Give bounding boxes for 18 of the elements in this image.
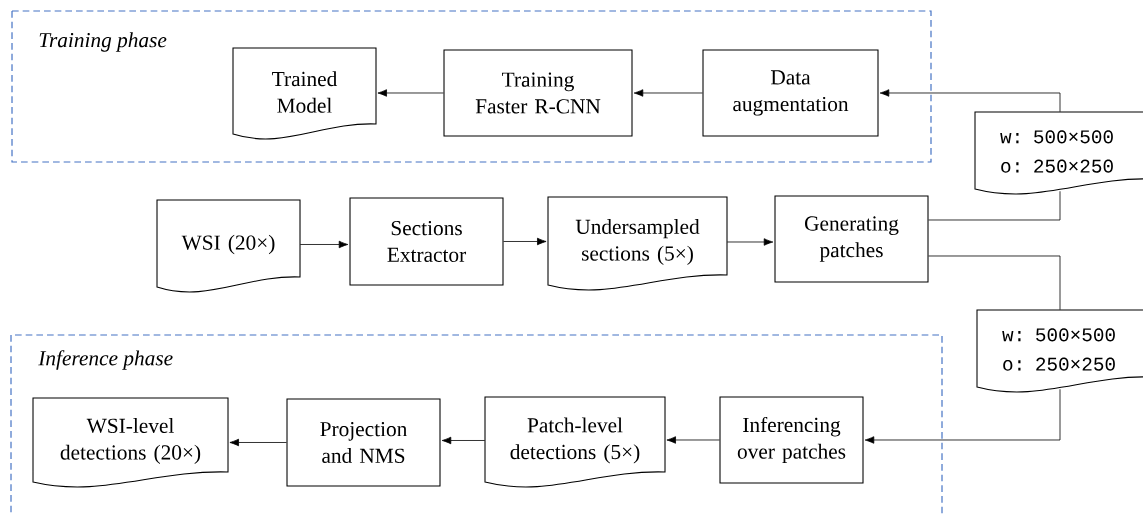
- process-box: Data augmentation: [702, 49, 879, 137]
- arrow: [229, 438, 287, 447]
- phase-label: Inference phase: [38, 350, 173, 370]
- process-box: Projection and NMS: [286, 398, 441, 487]
- phase-label: Training phase: [39, 32, 167, 52]
- arrow: [864, 388, 1061, 444]
- arrow: [377, 89, 444, 97]
- process-box: Sections Extractor: [349, 197, 504, 286]
- arrow: [441, 436, 486, 445]
- arrow: [299, 240, 349, 249]
- arrow: [879, 89, 1061, 113]
- process-box: Inferencing over patches: [719, 396, 864, 484]
- arrow: [666, 436, 720, 444]
- process-box: Generating patches: [774, 195, 929, 283]
- arrow: [726, 238, 774, 246]
- arrow: [633, 89, 703, 97]
- process-box: Training Faster R-CNN: [443, 49, 633, 137]
- arrow: [503, 237, 547, 246]
